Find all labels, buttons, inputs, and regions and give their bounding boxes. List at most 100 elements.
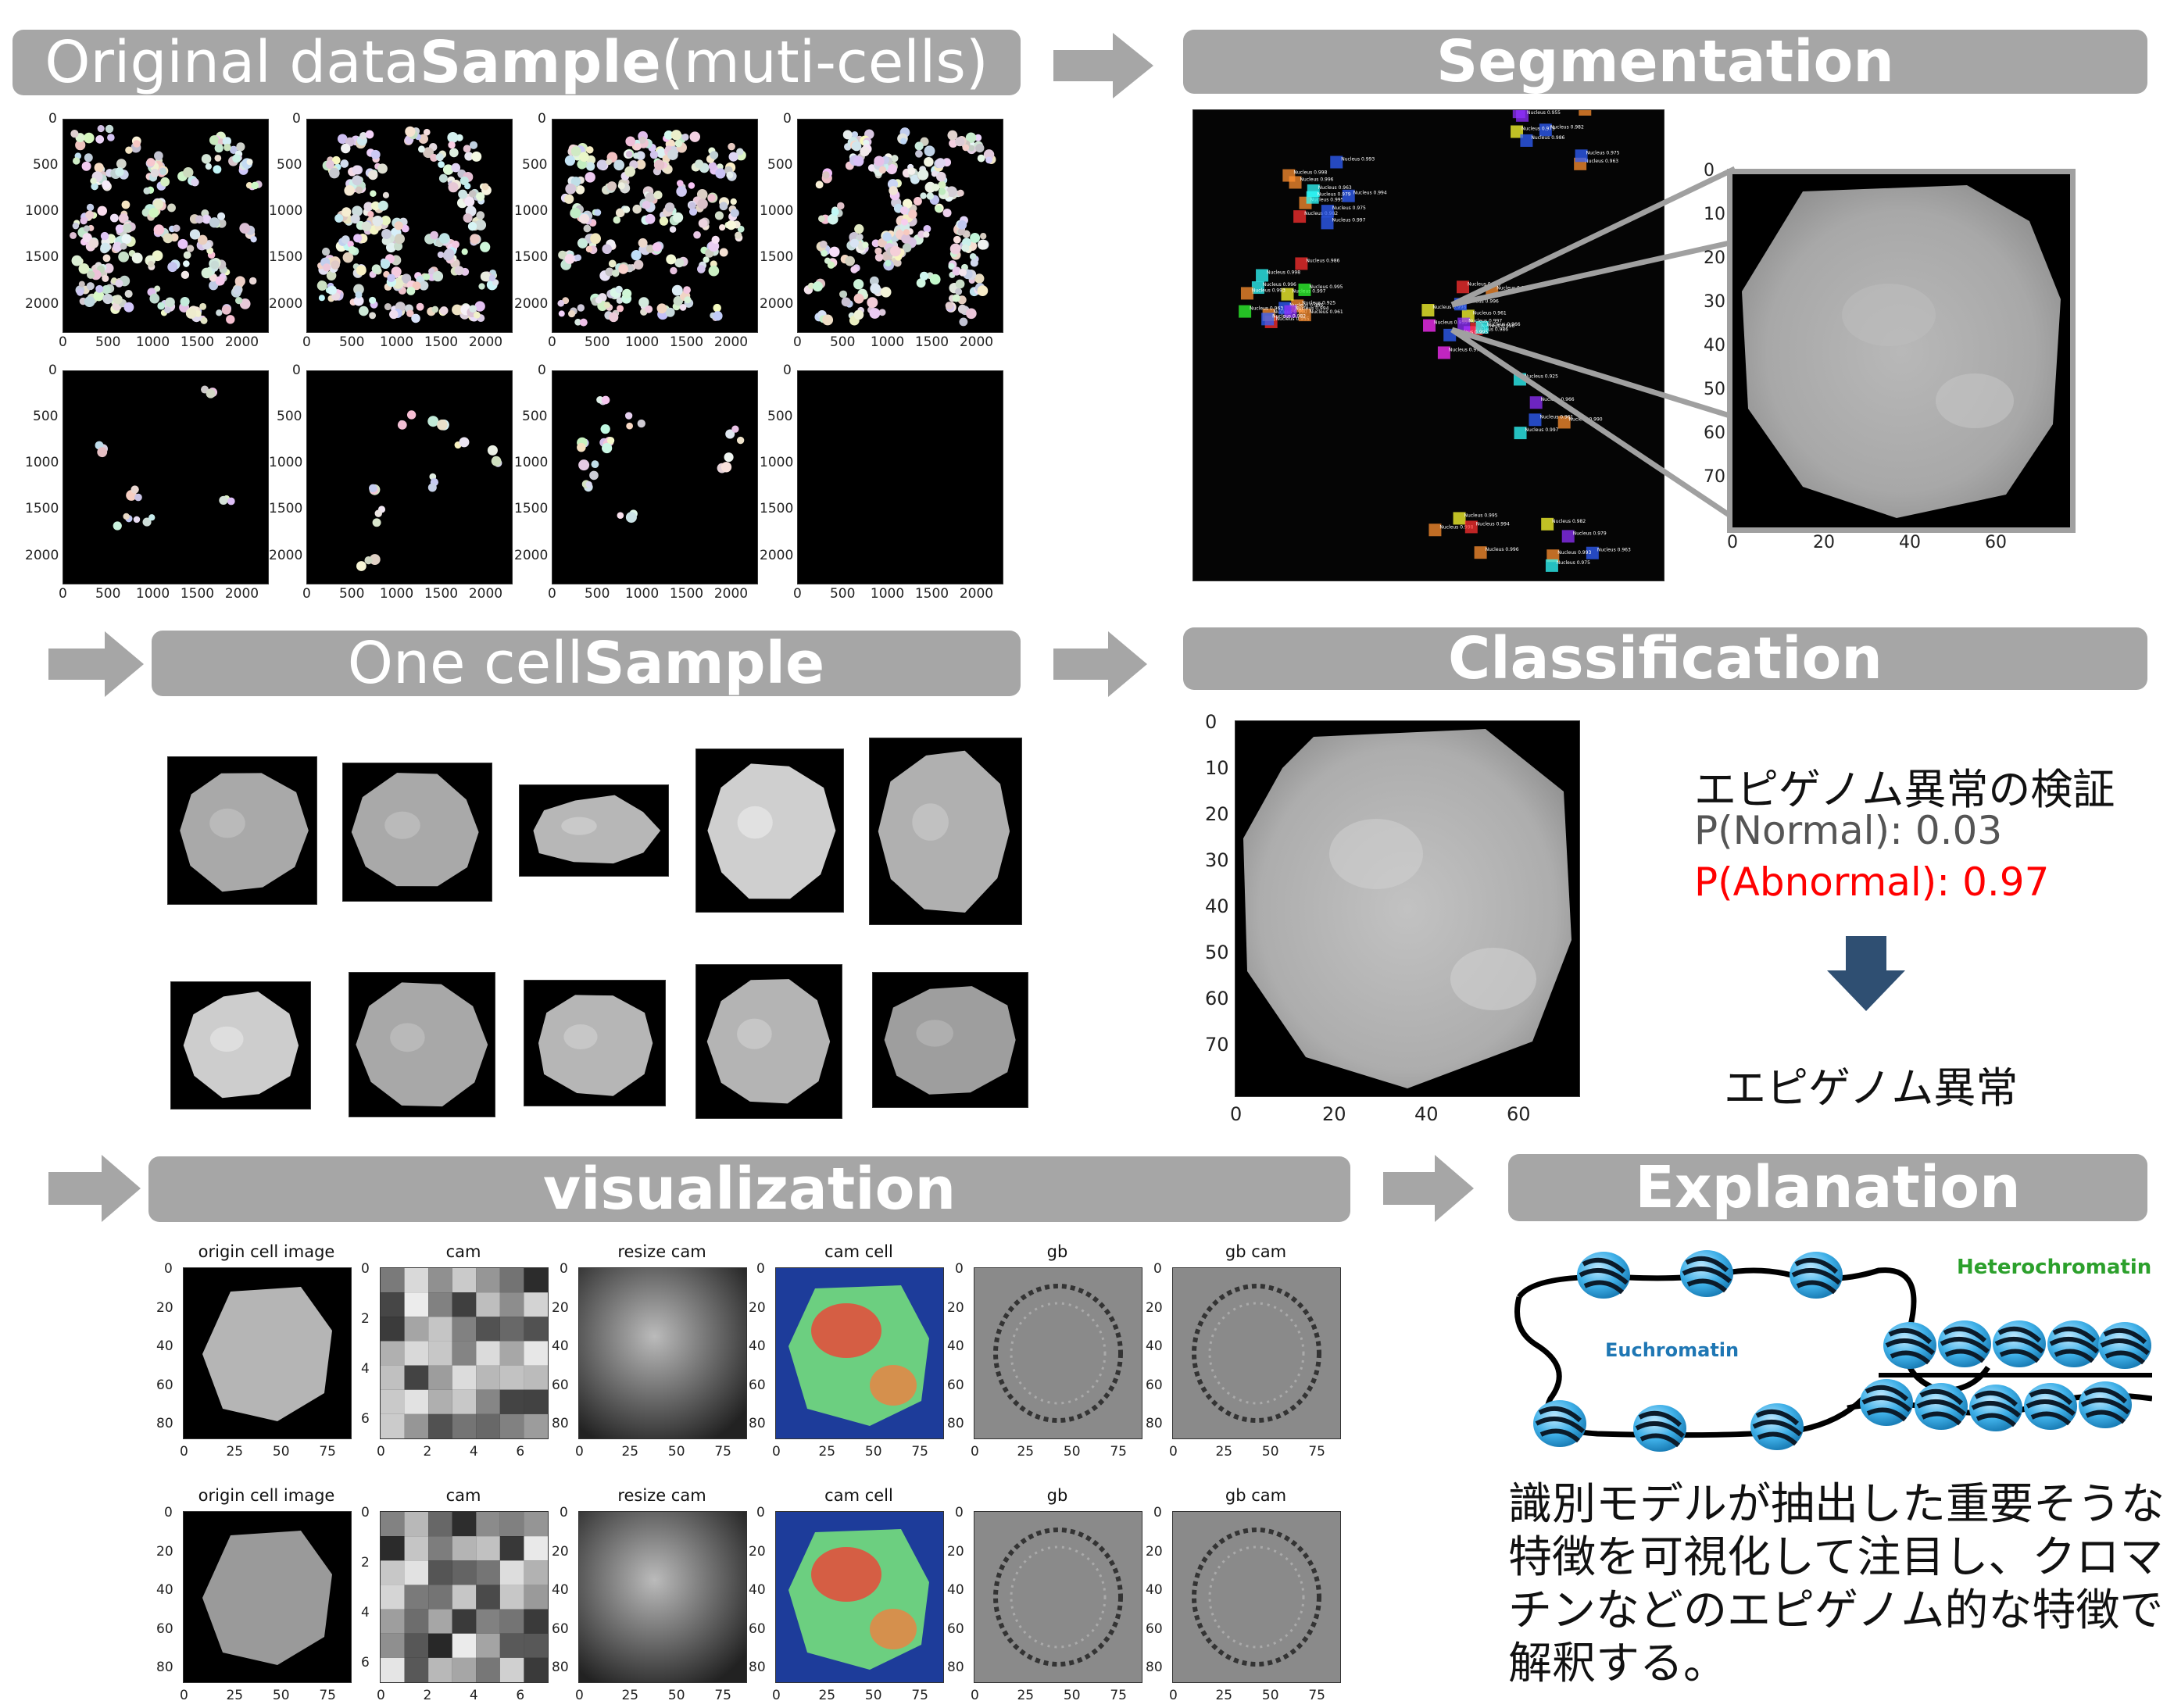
cell-blob — [899, 206, 909, 215]
y-tick-label: 20 — [1704, 248, 1725, 268]
cell-blob — [697, 198, 708, 209]
detection-mask — [1321, 205, 1334, 218]
x-tick-label: 50 — [1261, 1688, 1279, 1703]
cell-blob — [163, 233, 173, 244]
viz-panel-title: gb cam — [1225, 1242, 1287, 1261]
arrow-right-icon — [48, 1155, 141, 1222]
cell-blob — [113, 521, 122, 531]
cam-cell — [428, 1413, 452, 1438]
y-tick-label: 1000 — [514, 203, 549, 220]
heterochromatin-label: Heterochromatin — [1957, 1256, 2151, 1279]
detection-mask — [1251, 281, 1264, 295]
detection-mask — [1575, 149, 1588, 163]
x-tick-label: 40 — [1899, 533, 1921, 552]
x-tick-label: 0 — [1169, 1688, 1178, 1703]
cell-blob — [133, 516, 141, 523]
detection-mask — [1428, 523, 1442, 537]
cell-blob — [595, 296, 602, 304]
cell-blob — [480, 271, 491, 282]
cell-blob — [622, 205, 631, 213]
cell-blob — [216, 212, 226, 220]
cell-blob — [350, 213, 360, 224]
banner-original-bold: Sample — [420, 29, 661, 96]
cell-blob — [726, 220, 736, 230]
cam-cell — [428, 1341, 452, 1366]
cell-blob — [977, 154, 985, 163]
x-tick-label: 0 — [575, 1444, 584, 1460]
cell-blob — [935, 158, 946, 169]
banner-visualization-text: visualization — [542, 1156, 956, 1223]
cell-blob — [577, 238, 588, 248]
cell-blob — [97, 125, 105, 133]
p-abnormal-row: P(Abnormal): 0.97 — [1694, 859, 2049, 905]
cell-blob — [199, 302, 207, 310]
y-tick-label: 0 — [756, 1261, 765, 1277]
detection-label: Nucleus 0.995 — [1454, 330, 1488, 335]
y-tick-label: 80 — [749, 1416, 766, 1432]
cell-blob — [86, 282, 95, 291]
cell-blob — [867, 297, 878, 309]
cell-blob — [435, 153, 444, 162]
y-tick-label: 1000 — [760, 455, 794, 471]
multi-cell-image — [552, 370, 758, 584]
banner-classification: Classification — [1183, 625, 2147, 692]
cell-blob — [341, 207, 352, 217]
cell-blob — [708, 265, 720, 277]
cell-blob — [631, 250, 642, 261]
cell-blob — [159, 167, 167, 175]
cam-cell — [381, 1389, 405, 1414]
cell-blob — [393, 241, 403, 251]
cell-blob — [81, 161, 91, 171]
y-tick-label: 80 — [1146, 1660, 1163, 1676]
cell-blob — [131, 252, 143, 264]
detection-label: Nucleus 0.925 — [1525, 373, 1558, 379]
cell-blob — [901, 234, 911, 244]
detection-mask — [1545, 559, 1558, 572]
cam-cell — [524, 1512, 548, 1537]
cell-blob — [670, 266, 678, 275]
x-tick-label: 0 — [548, 334, 556, 350]
cell-blob — [147, 260, 155, 268]
y-tick-label: 2 — [361, 1311, 370, 1327]
cam-cell — [476, 1365, 500, 1390]
nucleus-shape — [202, 1287, 332, 1421]
cam-cell — [476, 1413, 500, 1438]
banner-explanation: Explanation — [1508, 1154, 2147, 1221]
y-tick-label: 0 — [1205, 711, 1218, 733]
y-tick-label: 60 — [947, 1377, 964, 1393]
detection-mask — [1514, 427, 1527, 440]
cell-blob — [116, 159, 127, 170]
y-tick-label: 40 — [1146, 1338, 1163, 1355]
viz-panel-4 — [974, 1267, 1142, 1439]
cell-blob — [97, 205, 108, 216]
euchromatin-label: Euchromatin — [1605, 1339, 1739, 1361]
viz-panel-title: cam — [445, 1242, 481, 1261]
cell-blob — [671, 284, 683, 296]
banner-one-cell-prefix: One cell — [347, 630, 584, 697]
p-normal-value: 0.03 — [1915, 808, 2003, 853]
multi-cell-image — [552, 119, 758, 333]
cam-cell — [499, 1292, 524, 1317]
detection-label: Nucleus 0.996 — [1465, 298, 1499, 304]
cell-blob — [384, 303, 392, 311]
cell-blob — [955, 288, 963, 295]
nucleus-texture — [563, 1024, 598, 1049]
x-tick-label: 500 — [584, 586, 610, 602]
cell-blob — [558, 250, 567, 259]
cell-blob — [88, 238, 99, 248]
one-cell-image — [170, 981, 311, 1109]
x-tick-label: 50 — [864, 1444, 882, 1460]
cell-blob — [473, 311, 481, 319]
x-tick-label: 1000 — [135, 334, 170, 350]
nucleus-texture — [390, 1023, 425, 1052]
cam-cell — [476, 1341, 500, 1366]
cell-blob — [94, 163, 104, 173]
cell-blob — [223, 143, 231, 152]
cell-blob — [585, 481, 592, 488]
detection-mask — [1306, 191, 1319, 204]
cell-blob — [480, 241, 491, 252]
cam-cell — [524, 1609, 548, 1634]
cell-blob — [236, 142, 245, 152]
viz-panel-0 — [183, 1511, 352, 1683]
cell-blob — [464, 152, 474, 161]
